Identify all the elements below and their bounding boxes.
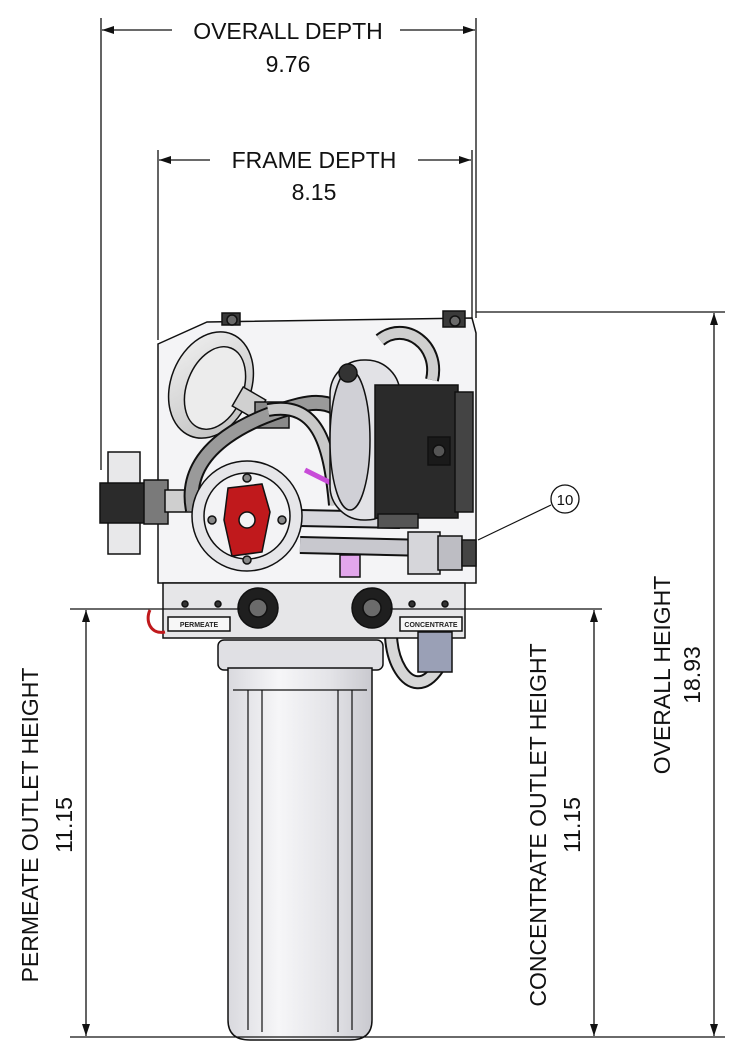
permeate-plate-label: PERMEATE	[180, 622, 219, 629]
permeate-outlet-height-label: PERMEATE OUTLET HEIGHT	[17, 668, 43, 983]
callout-number: 10	[557, 492, 574, 509]
permeate-outlet-height-value: 11.15	[51, 797, 77, 853]
concentrate-outlet-height-value: 11.15	[559, 797, 585, 853]
overall-depth-label: OVERALL DEPTH	[193, 18, 383, 44]
overall-height-value: 18.93	[679, 646, 705, 704]
concentrate-outlet-height-label: CONCENTRATE OUTLET HEIGHT	[525, 643, 551, 1006]
frame-depth-value: 8.15	[292, 179, 337, 205]
inlet-valve	[99, 451, 196, 555]
callout-bubble	[550, 484, 580, 514]
electrical-box	[374, 384, 474, 529]
outlet-fittings	[339, 531, 477, 578]
filter-housing	[217, 639, 384, 1041]
manifold	[146, 582, 466, 673]
ro-unit-illustration	[99, 310, 477, 1041]
frame-depth-label: FRAME DEPTH	[232, 147, 397, 173]
callout-10: 10	[477, 484, 580, 541]
dimension-lines	[70, 18, 725, 1038]
overall-height-label: OVERALL HEIGHT	[649, 576, 675, 775]
overall-depth-value: 9.76	[266, 51, 311, 77]
concentrate-plate-label: CONCENTRATE	[404, 622, 457, 629]
pump-head	[191, 460, 303, 572]
